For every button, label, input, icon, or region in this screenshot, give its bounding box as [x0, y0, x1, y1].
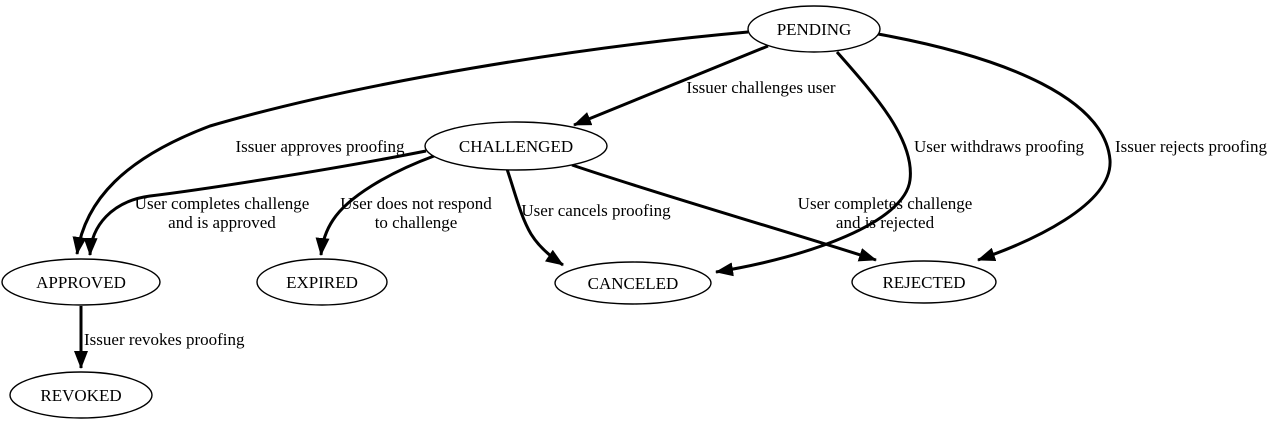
node-label: CANCELED [588, 274, 679, 293]
edge-challenged-rejected: User completes challenge and is rejected [571, 163, 973, 262]
node-label: EXPIRED [286, 273, 358, 292]
edge-label: User does not respond [340, 194, 492, 213]
node-canceled: CANCELED [554, 261, 712, 305]
node-ellipse [9, 371, 153, 419]
node-expired: EXPIRED [256, 258, 388, 306]
node-ellipse [747, 5, 881, 53]
edge-label: and is approved [168, 213, 276, 232]
node-label: CHALLENGED [459, 137, 573, 156]
node-label: REJECTED [882, 273, 965, 292]
edge-approved-revoked: Issuer revokes proofing [74, 306, 245, 369]
edge-path [573, 44, 769, 127]
edge-path [505, 168, 564, 267]
edge-path [72, 30, 749, 255]
edge-pending-canceled: User withdraws proofing [715, 51, 1084, 277]
edge-label: Issuer rejects proofing [1115, 137, 1268, 156]
node-rejected: REJECTED [851, 260, 997, 304]
edge-pending-challenged: Issuer challenges user [573, 44, 836, 127]
edge-label: User completes challenge [798, 194, 973, 213]
edge-path [83, 149, 427, 256]
edge-path [571, 163, 877, 262]
edge-label: to challenge [375, 213, 458, 232]
edge-label: User completes challenge [135, 194, 310, 213]
node-ellipse [256, 258, 388, 306]
edge-path [315, 154, 435, 256]
node-challenged: CHALLENGED [424, 121, 608, 171]
node-ellipse [851, 260, 997, 304]
node-label: REVOKED [40, 386, 121, 405]
node-revoked: REVOKED [9, 371, 153, 419]
edge-label: Issuer challenges user [686, 78, 836, 97]
edges: Issuer challenges user Issuer approves p… [72, 30, 1268, 369]
edge-label: Issuer revokes proofing [84, 330, 245, 349]
edge-label: User withdraws proofing [914, 137, 1084, 156]
edge-label: User cancels proofing [521, 201, 671, 220]
edge-challenged-canceled: User cancels proofing [505, 168, 671, 267]
node-ellipse [424, 121, 608, 171]
node-ellipse [1, 258, 161, 306]
edge-path [715, 51, 912, 277]
edge-pending-rejected: Issuer rejects proofing [877, 32, 1268, 262]
node-approved: APPROVED [1, 258, 161, 306]
node-label: APPROVED [36, 273, 126, 292]
node-pending: PENDING [747, 5, 881, 53]
edge-challenged-expired: User does not respond to challenge [315, 154, 492, 256]
edge-label: Issuer approves proofing [235, 137, 405, 156]
nodes: PENDING CHALLENGED APPROVED EXPIRED CANC… [1, 5, 997, 419]
edge-label: and is rejected [836, 213, 935, 232]
node-label: PENDING [777, 20, 852, 39]
node-ellipse [554, 261, 712, 305]
edge-challenged-approved: User completes challenge and is approved [83, 149, 427, 256]
edge-path [877, 32, 1112, 262]
edge-pending-approved: Issuer approves proofing [72, 30, 749, 255]
